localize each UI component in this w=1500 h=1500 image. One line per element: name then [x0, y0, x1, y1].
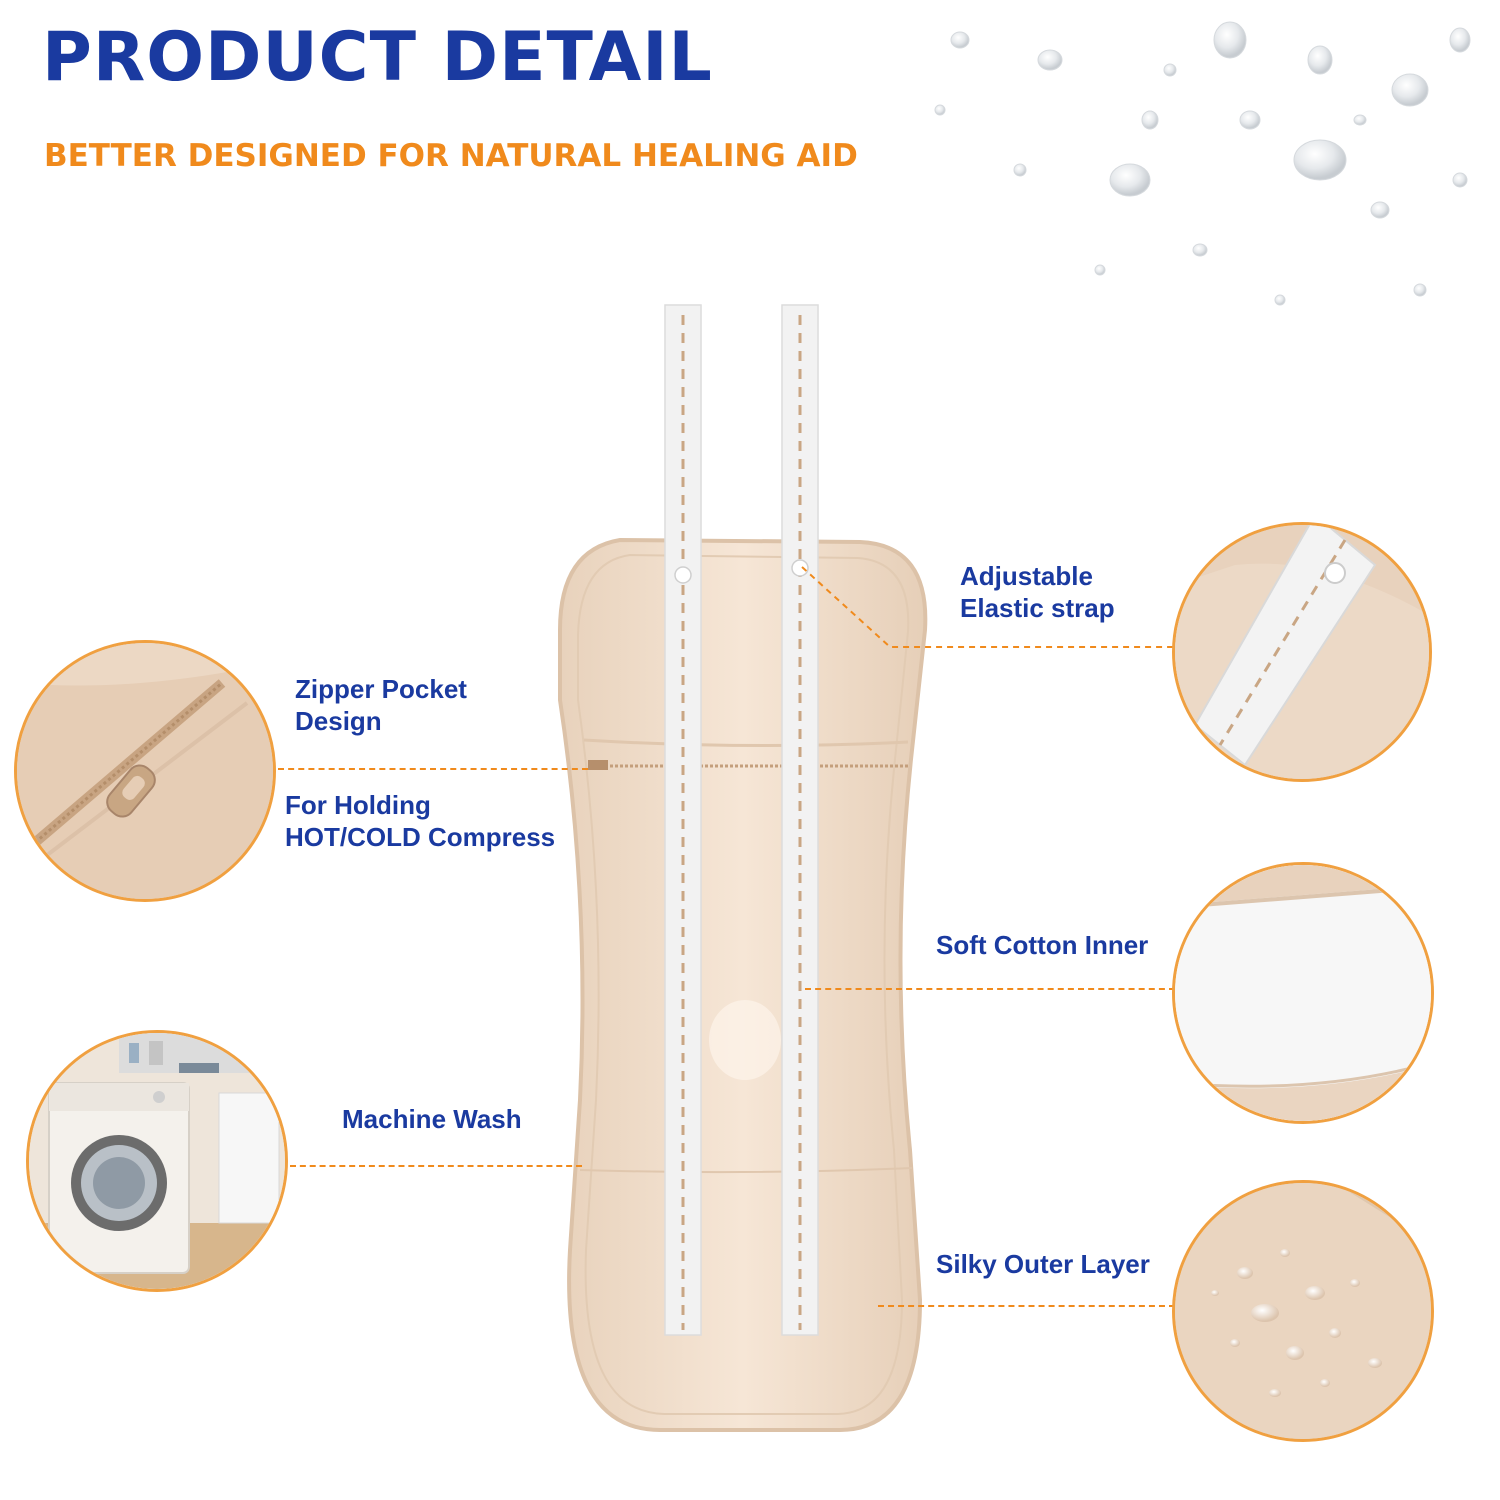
callout-cotton-label: Soft Cotton Inner — [936, 930, 1149, 960]
callout-holding-line2: HOT/COLD Compress — [285, 822, 556, 852]
page-subtitle: BETTER DESIGNED FOR NATURAL HEALING AID — [44, 138, 858, 174]
callout-zipper-label: Zipper Pocket Design — [295, 673, 467, 737]
zipper-detail-photo — [14, 640, 276, 902]
callout-silky-label: Silky Outer Layer — [936, 1249, 1150, 1279]
cotton-detail-photo — [1172, 862, 1434, 1124]
callout-cotton-connector — [805, 988, 1175, 990]
callout-adjustable-connector — [801, 566, 1175, 648]
callout-zipper-line2: Design — [295, 706, 382, 736]
callout-adjustable-line1: Adjustable — [960, 561, 1093, 591]
callout-zipper-connector — [278, 768, 588, 770]
page-title: PRODUCT DETAIL — [42, 18, 713, 97]
water-droplets-decoration — [934, 21, 1471, 306]
callout-holding-line1: For Holding — [285, 790, 431, 820]
callout-zipper-line1: Zipper Pocket — [295, 674, 467, 704]
callout-wash-connector — [290, 1165, 582, 1167]
callout-wash-label: Machine Wash — [342, 1104, 522, 1134]
callout-adjustable-line2: Elastic strap — [960, 593, 1115, 623]
product-pad-illustration — [558, 304, 928, 1432]
strap-detail-photo — [1172, 522, 1432, 782]
pad-body — [558, 537, 928, 1432]
washing-machine-photo — [26, 1030, 288, 1292]
silky-layer-photo — [1172, 1180, 1434, 1442]
callout-holding-label: For Holding HOT/COLD Compress — [285, 789, 555, 853]
callout-adjustable-label: Adjustable Elastic strap — [960, 560, 1115, 624]
callout-silky-connector — [878, 1305, 1175, 1307]
